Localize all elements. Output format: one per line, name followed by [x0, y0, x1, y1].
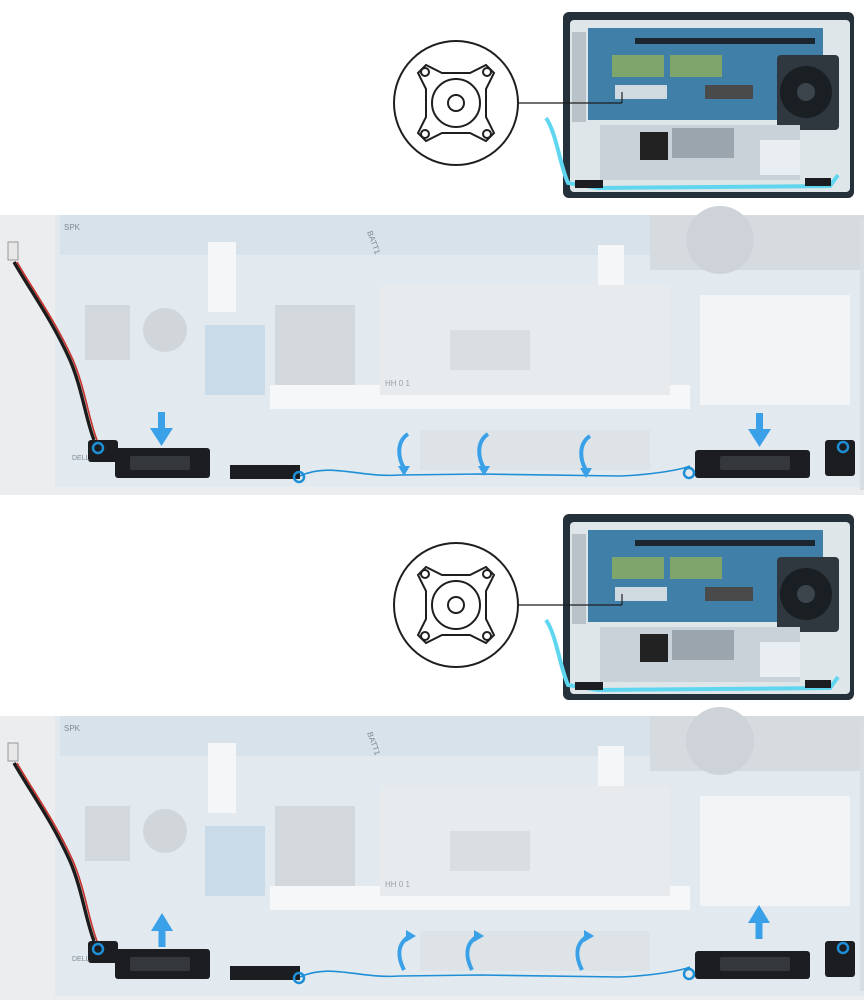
- arrow-down-icon: [150, 412, 173, 446]
- board-label-ffc: HH 0 1: [385, 379, 410, 388]
- panel-removal-drawing: SPK BATT1 DELL HH 0 1: [0, 514, 864, 1000]
- arrow-up-icon: [748, 905, 770, 939]
- board-label-dell: DELL: [72, 956, 90, 963]
- board-label-dell: DELL: [72, 455, 90, 462]
- board-label-spk: SPK: [64, 223, 81, 232]
- overview-laptop: [544, 514, 854, 700]
- overview-laptop: [544, 12, 854, 198]
- curved-routing-arrow-icon: [397, 432, 592, 472]
- zoomed-palmrest: [0, 707, 864, 1000]
- panel-install-drawing: SPK BATT1 DELL HH 0 1: [0, 12, 864, 495]
- speaker-icon: [393, 40, 519, 166]
- panel-install: SPK BATT1 DELL HH 0 1: [0, 12, 864, 495]
- arrow-down-icon: [748, 413, 771, 447]
- board-label-ffc: HH 0 1: [385, 880, 410, 889]
- arrow-up-icon: [151, 913, 173, 947]
- board-label-spk: SPK: [64, 724, 81, 733]
- speaker-icon: [393, 542, 519, 668]
- zoomed-palmrest: [0, 206, 864, 495]
- panel-removal: SPK BATT1 DELL HH 0 1: [0, 500, 864, 1000]
